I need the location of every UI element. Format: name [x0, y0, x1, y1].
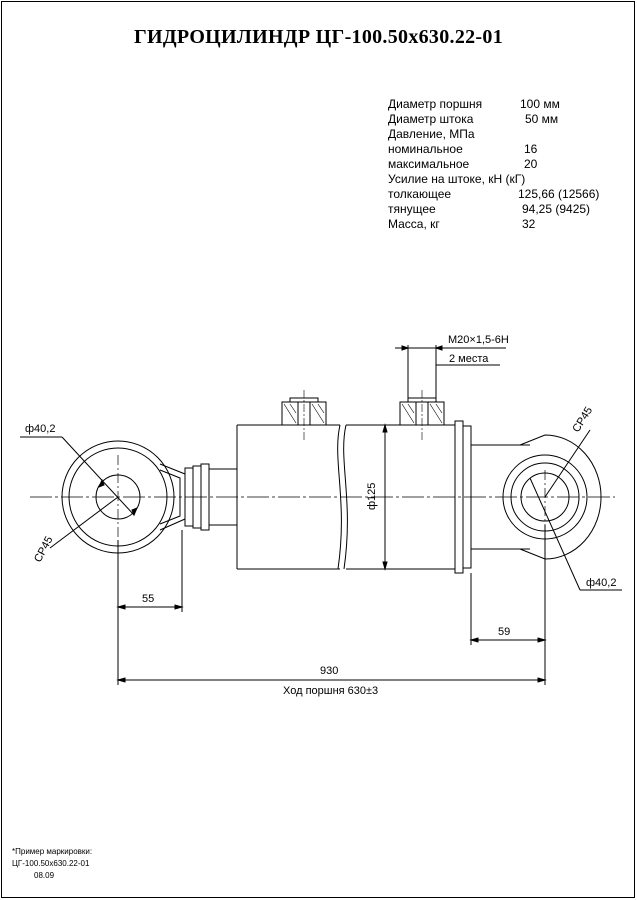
- page-title: ГИДРОЦИЛИНДР ЦГ-100.50x630.22-01: [133, 26, 503, 48]
- dim-55-label: 55: [142, 593, 154, 605]
- stroke-label: Ход поршня 630±3: [283, 685, 378, 697]
- spec-label: Усилие на штоке, кН (кГ): [388, 172, 526, 186]
- spec-value: 50 мм: [525, 112, 559, 126]
- dim-930-label: 930: [320, 665, 338, 677]
- right-eye-mount: [502, 434, 602, 560]
- spec-label: Диаметр поршня: [388, 97, 483, 111]
- spec-value: 32: [522, 217, 536, 231]
- spec-label: Давление, МПа: [388, 127, 475, 141]
- footnote-line-1: *Пример маркировки:: [12, 847, 93, 856]
- right-port: [399, 390, 445, 440]
- barrel-dia-label: ф125: [366, 483, 378, 510]
- rear-cap: [184, 463, 238, 531]
- footnote-line-2: ЦГ-100.50х630.22-01: [12, 859, 90, 868]
- thread-count-label: 2 места: [449, 353, 489, 365]
- spec-label: тянущее: [388, 202, 436, 216]
- spec-value: 125,66 (12566): [518, 187, 600, 201]
- left-sr-leader: [49, 496, 119, 549]
- spec-label: номинальное: [388, 142, 463, 156]
- spec-label: максимальное: [388, 157, 470, 171]
- spec-value: 100 мм: [520, 97, 560, 111]
- right-dia-label: ф40,2: [586, 577, 616, 589]
- dim-930-lines: [116, 525, 547, 685]
- spec-label: толкающее: [388, 187, 452, 201]
- spec-label: Масса, кг: [388, 217, 440, 231]
- spec-value: 16: [524, 142, 538, 156]
- spec-label: Диаметр штока: [388, 112, 474, 126]
- spec-value: 20: [524, 157, 538, 171]
- thread-label: М20×1,5-6Н: [448, 334, 509, 346]
- dim-59-lines: [469, 573, 547, 645]
- footnote-line-3: 08.09: [34, 871, 55, 880]
- barrel-dia-dim: [382, 423, 388, 571]
- right-dia-leader: [529, 477, 622, 591]
- footnote: *Пример маркировки: ЦГ-100.50х630.22-01 …: [12, 846, 92, 882]
- left-port: [281, 390, 327, 440]
- left-dia-leader: [20, 436, 138, 517]
- thread-leader: [395, 345, 506, 400]
- right-sr-label: СР45: [570, 405, 595, 435]
- dim-55-lines: [116, 530, 184, 612]
- left-dia-label: ф40,2: [25, 423, 55, 435]
- dim-59-label: 59: [498, 626, 510, 638]
- right-sr-leader: [544, 429, 591, 498]
- spec-value: 94,25 (9425): [522, 202, 591, 216]
- left-sr-label: СР45: [32, 534, 56, 564]
